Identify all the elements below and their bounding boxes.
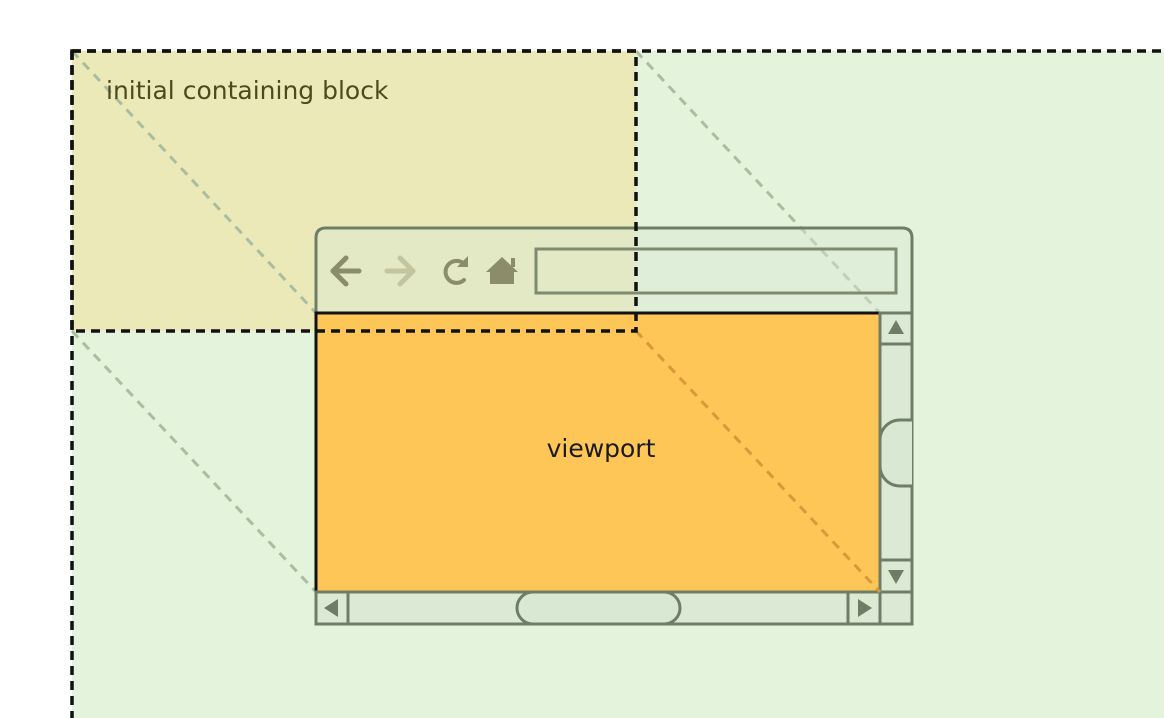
- browser-window: [314, 226, 914, 626]
- initial-containing-block-area: [72, 51, 636, 331]
- diagonal-guide-top-left: [70, 49, 318, 315]
- horizontal-scrollbar[interactable]: [314, 590, 882, 626]
- diagonal-guide-bottom-right: [634, 329, 882, 594]
- viewport-label: viewport: [547, 434, 656, 463]
- reload-icon[interactable]: [443, 256, 468, 285]
- diagonal-guide-top-right: [634, 49, 882, 315]
- scroll-down-icon[interactable]: [888, 570, 904, 584]
- scroll-left-icon[interactable]: [324, 599, 338, 617]
- page-canvas-outline: [70, 49, 1164, 718]
- initial-containing-block-label: initial containing block: [106, 76, 389, 105]
- home-icon[interactable]: [486, 257, 518, 284]
- vertical-scroll-thumb[interactable]: [878, 418, 912, 488]
- scrollbar-corner: [878, 590, 914, 626]
- diagonal-guide-bottom-left: [70, 329, 318, 594]
- horizontal-scroll-thumb[interactable]: [515, 590, 682, 626]
- scroll-up-icon[interactable]: [888, 320, 904, 334]
- back-arrow-icon[interactable]: [330, 255, 362, 287]
- diagonal-guide-lines: [70, 49, 882, 594]
- vertical-scrollbar[interactable]: [878, 311, 914, 594]
- scroll-right-icon[interactable]: [858, 599, 872, 617]
- address-bar[interactable]: [534, 247, 898, 295]
- forward-arrow-icon[interactable]: [384, 255, 416, 287]
